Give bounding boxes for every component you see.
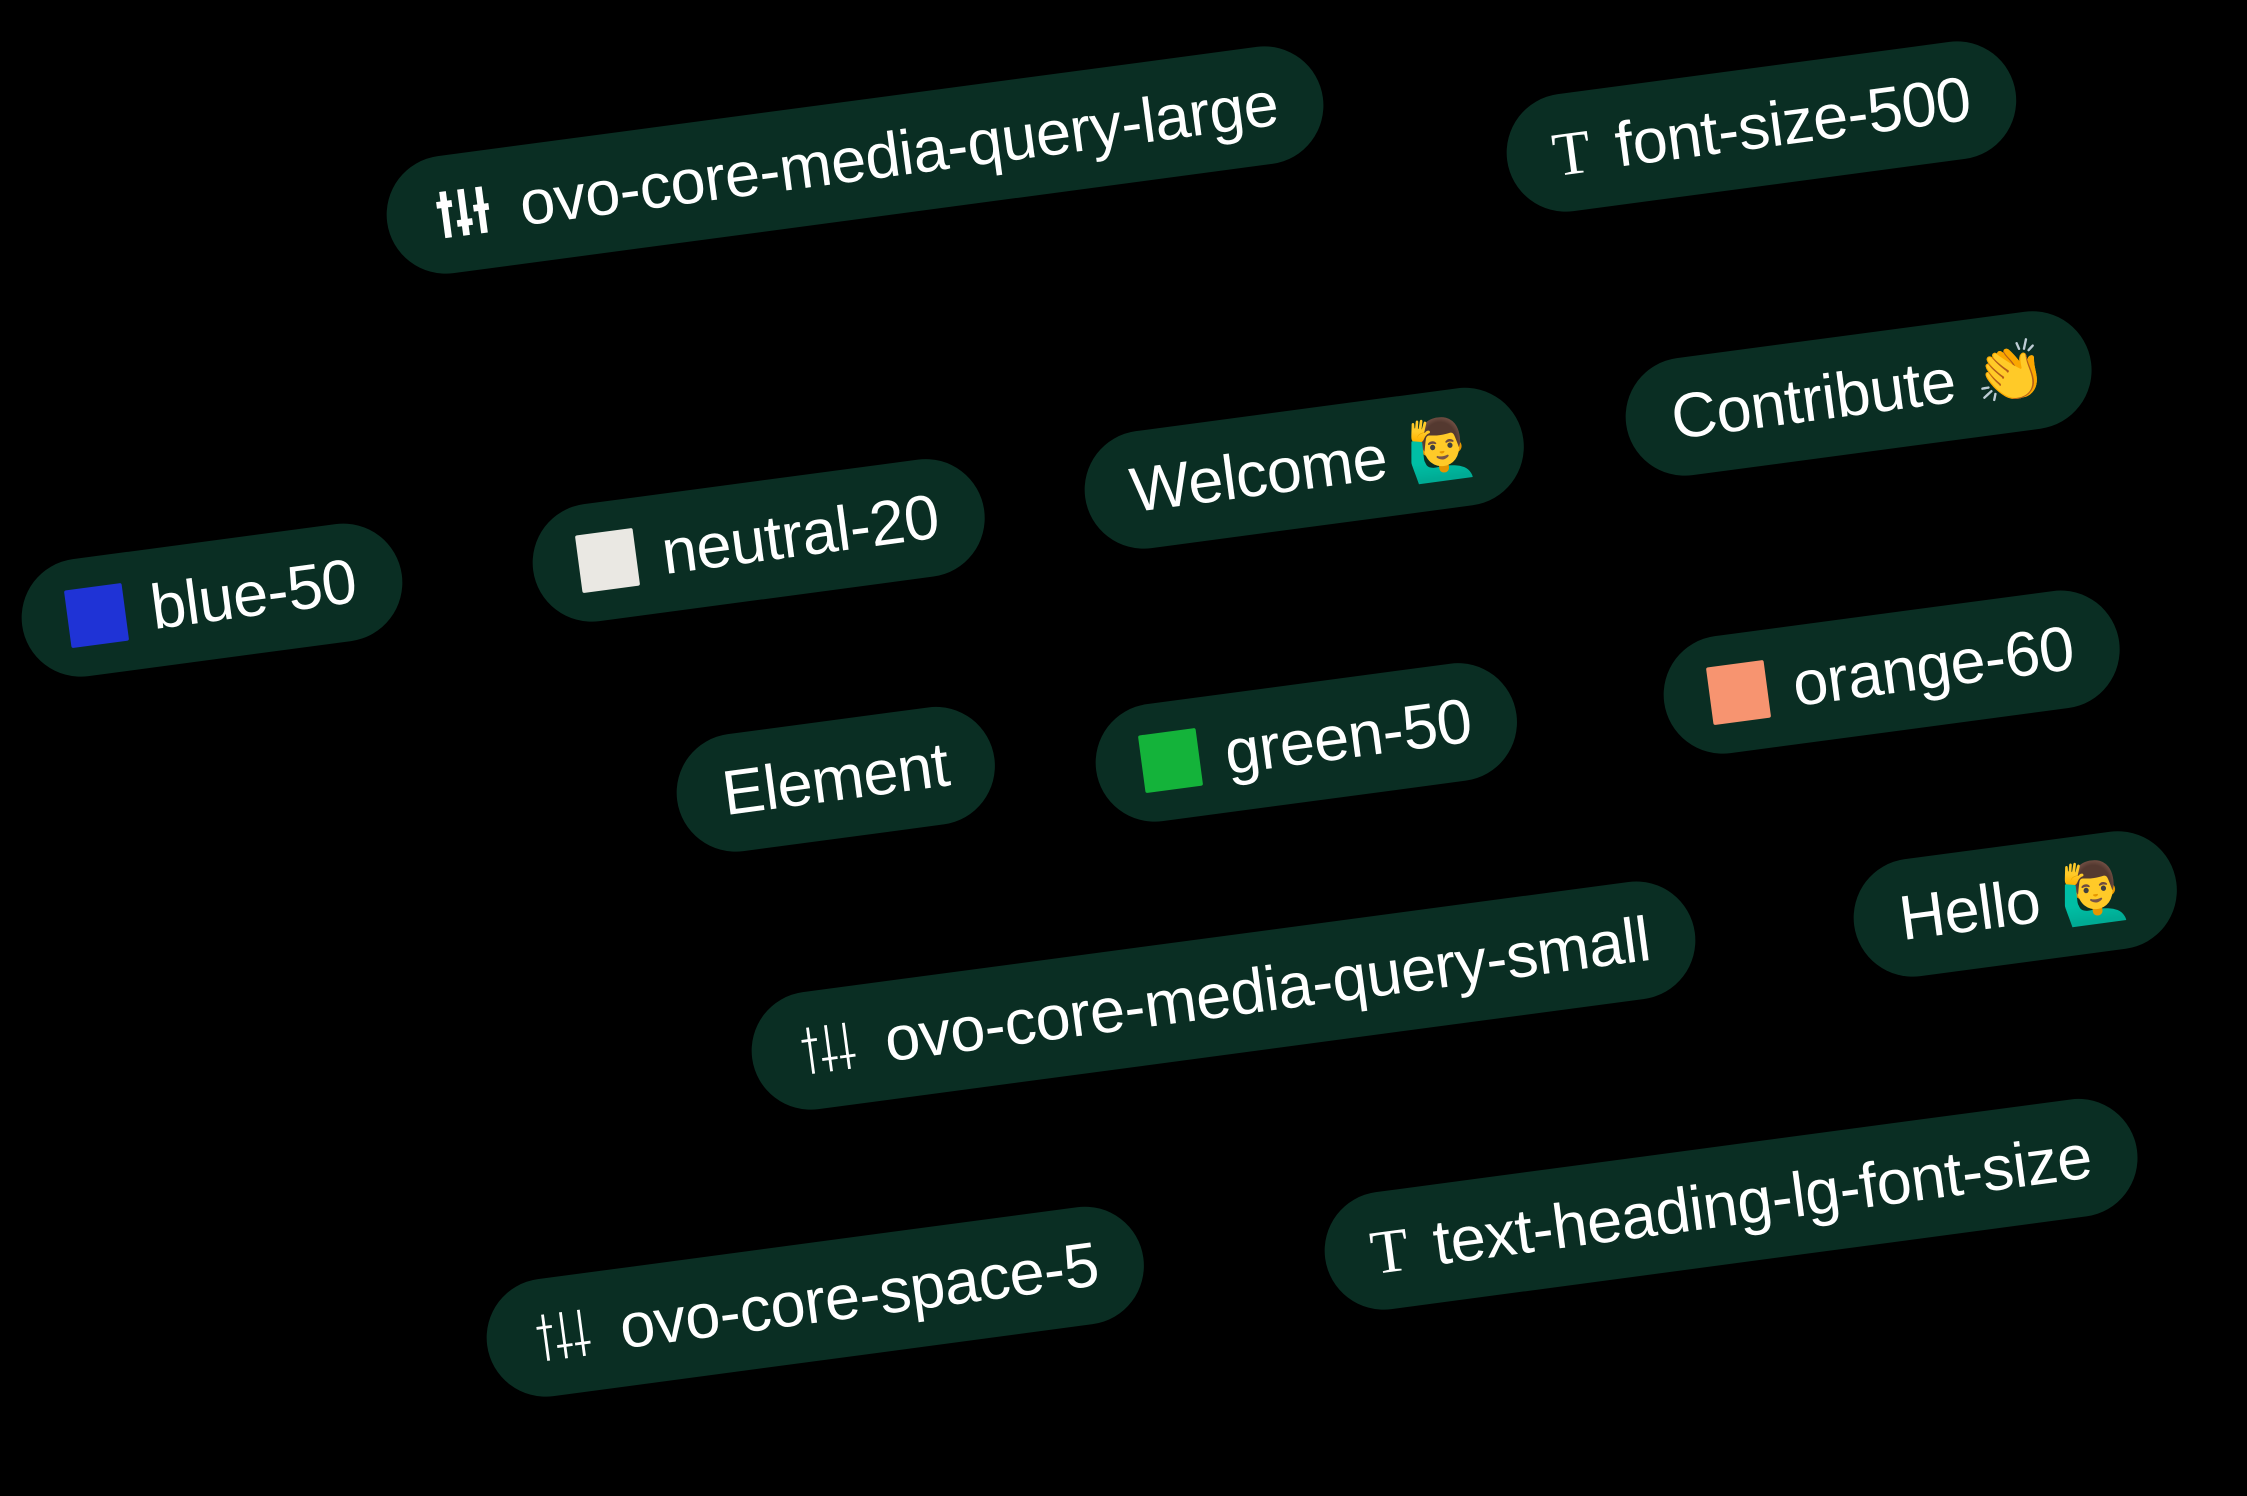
typography-t-glyph: T: [1548, 117, 1595, 191]
pill-ovo-core-space-5[interactable]: ovo-core-space-5: [479, 1199, 1152, 1405]
pill-neutral-20[interactable]: neutral-20: [525, 451, 992, 630]
typography-t-glyph: T: [1366, 1215, 1413, 1289]
pill-label: green-50: [1220, 685, 1476, 788]
emoji-glyph: 👏: [1970, 335, 2051, 410]
pill-text-heading-lg-font-size[interactable]: T text-heading-lg-font-size: [1317, 1091, 2145, 1318]
pill-ovo-core-media-query-large[interactable]: ovo-core-media-query-large: [379, 39, 1332, 282]
typography-t-icon: T: [1366, 1215, 1413, 1289]
color-swatch-icon: [63, 583, 130, 649]
clapping-hands-emoji: 👏: [1970, 335, 2051, 410]
pill-welcome[interactable]: Welcome 🙋‍♂️: [1077, 380, 1531, 557]
color-swatch: [1137, 728, 1204, 794]
pill-label: Element: [718, 729, 954, 830]
pill-ovo-core-media-query-small[interactable]: ovo-core-media-query-small: [744, 874, 1703, 1118]
pill-label: orange-60: [1788, 613, 2078, 720]
man-raising-hand-emoji: 🙋‍♂️: [1401, 412, 1482, 487]
sliders-thin-icon: [794, 1013, 864, 1083]
pill-label: neutral-20: [657, 481, 943, 588]
pill-contribute[interactable]: Contribute 👏: [1618, 303, 2100, 484]
pill-font-size-500[interactable]: T font-size-500: [1499, 34, 2024, 220]
pill-label: ovo-core-media-query-large: [515, 68, 1283, 240]
color-swatch-icon: [1137, 728, 1204, 794]
color-swatch: [574, 528, 641, 594]
color-swatch-icon: [1705, 660, 1772, 726]
emoji-glyph: 🙋‍♂️: [2055, 855, 2135, 930]
pill-label: ovo-core-media-query-small: [880, 904, 1655, 1076]
color-swatch: [63, 583, 130, 649]
pill-label: ovo-core-space-5: [615, 1229, 1103, 1363]
emoji-glyph: 🙋‍♂️: [1401, 412, 1482, 487]
pill-hello[interactable]: Hello 🙋‍♂️: [1846, 824, 2184, 985]
typography-t-icon: T: [1548, 117, 1595, 191]
man-raising-hand-emoji: 🙋‍♂️: [2055, 855, 2135, 930]
pill-green-50[interactable]: green-50: [1088, 655, 1525, 830]
pill-label: Hello: [1895, 866, 2045, 955]
pill-label: text-heading-lg-font-size: [1428, 1121, 2096, 1279]
pill-label: font-size-500: [1610, 63, 1975, 181]
pill-label: blue-50: [146, 546, 361, 643]
pill-blue-50[interactable]: blue-50: [14, 516, 410, 685]
pill-orange-60[interactable]: orange-60: [1656, 583, 2127, 762]
pill-label: Contribute: [1667, 345, 1960, 454]
color-swatch-icon: [574, 528, 641, 594]
sliders-thin-icon: [529, 1300, 599, 1370]
sliders-bold-icon: [429, 177, 499, 247]
pill-element[interactable]: Element: [669, 699, 1002, 860]
pill-label: Welcome: [1126, 422, 1392, 527]
color-swatch: [1705, 660, 1772, 726]
